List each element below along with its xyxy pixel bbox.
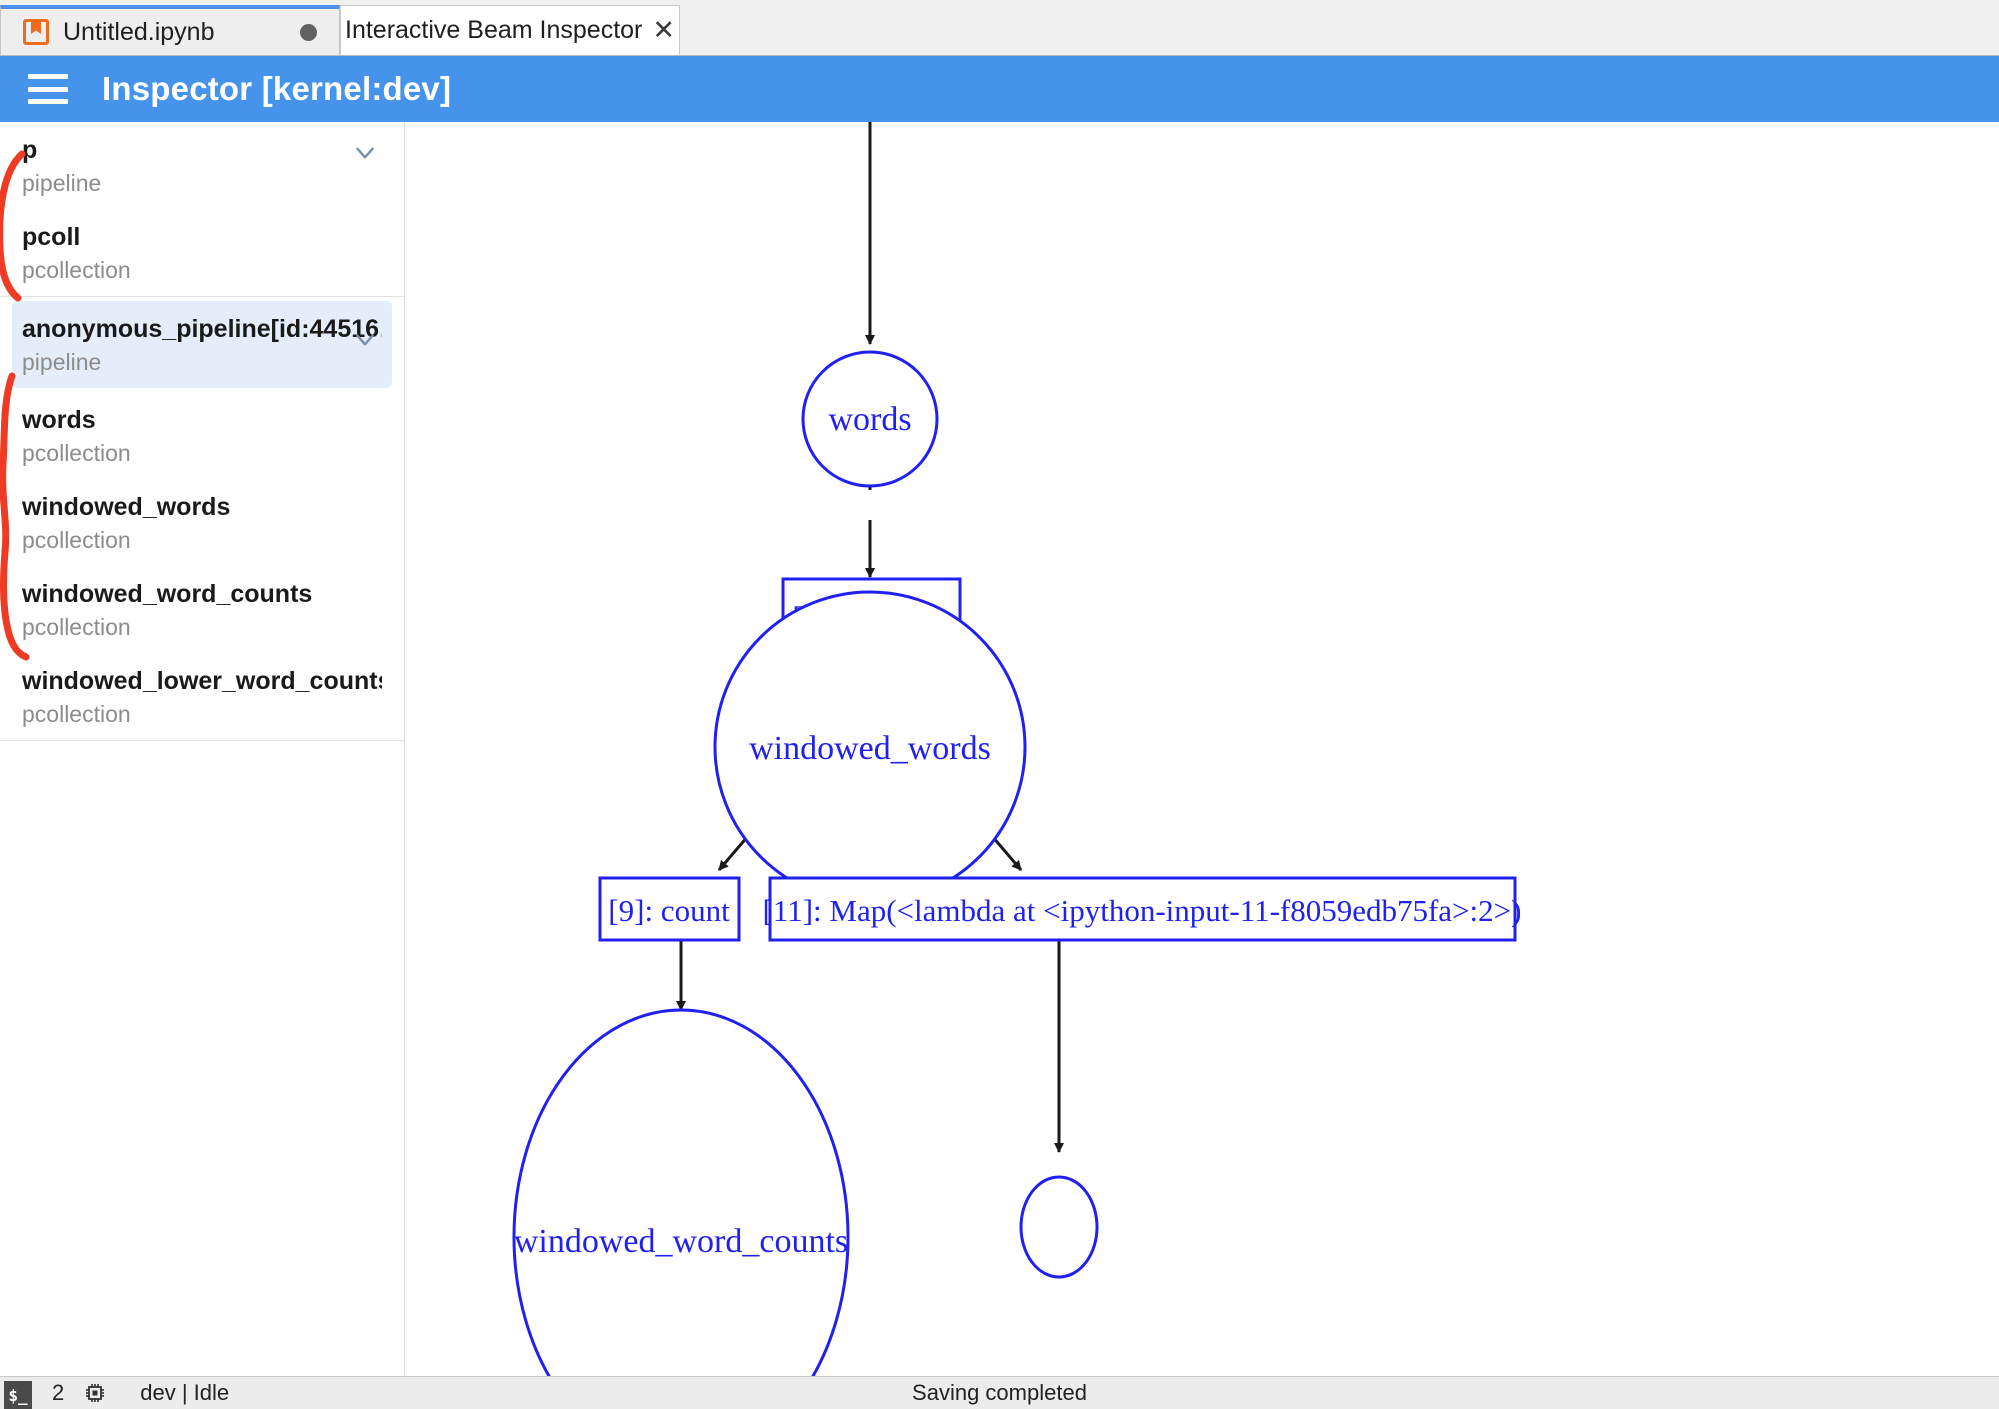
graph-node-words[interactable]: words <box>801 350 939 488</box>
inspectables-sidebar[interactable]: p pipeline pcoll pcollection anonymous_p… <box>0 122 405 1376</box>
sidebar-item-title: windowed_word_counts <box>22 580 313 608</box>
sidebar-item-title: pcoll <box>22 223 81 251</box>
pipeline-graph: words [8]: window windowed_words [9]: co… <box>512 122 1522 1376</box>
sidebar-item-title: windowed_lower_word_counts <box>22 667 382 695</box>
tab-interactive-beam-inspector[interactable]: Interactive Beam Inspector ✕ <box>340 5 680 55</box>
sidebar-item-subtitle: pcollection <box>22 614 131 640</box>
graph-node-windowed-word-counts[interactable]: windowed_word_counts <box>512 1008 850 1376</box>
close-icon[interactable]: ✕ <box>652 14 675 46</box>
tab-bar: Untitled.ipynb Interactive Beam Inspecto… <box>0 0 1999 56</box>
sidebar-item-anonymous-pipeline[interactable]: anonymous_pipeline[id:44516… pipeline <box>12 301 392 388</box>
notebook-icon <box>23 19 49 45</box>
work-area: p pipeline pcoll pcollection anonymous_p… <box>0 122 1999 1376</box>
pipeline-graph-canvas[interactable]: words [8]: window windowed_words [9]: co… <box>406 122 1999 1376</box>
graph-node-windowed-words[interactable]: windowed_words <box>713 590 1027 904</box>
inspector-header: Inspector [kernel:dev] <box>0 56 1999 122</box>
graph-node-label: windowed_word_counts <box>514 1223 848 1260</box>
sidebar-item-pcoll[interactable]: pcoll pcollection <box>0 209 404 296</box>
graph-node-map[interactable]: [11]: Map(<lambda at <ipython-input-11-f… <box>763 876 1522 942</box>
sidebar-item-subtitle: pcollection <box>22 701 131 727</box>
sidebar-item-subtitle: pipeline <box>22 170 102 196</box>
sidebar-item-words[interactable]: words pcollection <box>0 392 404 479</box>
graph-node-label: [9]: count <box>608 893 730 928</box>
kernel-status[interactable]: dev | Idle <box>140 1380 230 1405</box>
hamburger-icon[interactable] <box>28 74 68 104</box>
sidebar-item-windowed-lower-word-counts[interactable]: windowed_lower_word_counts pcollection <box>0 653 404 740</box>
terminal-icon[interactable]: $_ <box>4 1381 32 1409</box>
sidebar-item-subtitle: pcollection <box>22 257 131 283</box>
page-title: Inspector [kernel:dev] <box>102 70 452 107</box>
sidebar-item-title: anonymous_pipeline[id:44516… <box>22 315 382 343</box>
sidebar-item-p[interactable]: p pipeline <box>0 122 404 209</box>
sidebar-item-title: p <box>22 136 38 164</box>
graph-node-count[interactable]: [9]: count <box>598 876 741 942</box>
tab-label: Untitled.ipynb <box>63 17 215 46</box>
graph-node-label: windowed_words <box>749 730 991 767</box>
chevron-down-icon[interactable] <box>352 140 378 166</box>
terminal-count[interactable]: 2 <box>52 1380 65 1405</box>
sidebar-item-subtitle: pipeline <box>22 349 102 375</box>
unsaved-indicator-icon[interactable] <box>300 23 317 41</box>
tab-untitled-ipynb[interactable]: Untitled.ipynb <box>0 5 340 55</box>
status-bar: $_ 2 dev | Idle Saving completed <box>0 1376 1999 1409</box>
sidebar-group-anonymous-pipeline: anonymous_pipeline[id:44516… pipeline wo… <box>0 296 404 741</box>
status-message: Saving completed <box>912 1380 1087 1405</box>
sidebar-item-windowed-word-counts[interactable]: windowed_word_counts pcollection <box>0 566 404 653</box>
sidebar-item-title: windowed_words <box>22 493 231 521</box>
sidebar-item-subtitle: pcollection <box>22 527 131 553</box>
chevron-down-icon[interactable] <box>352 327 378 353</box>
tab-label: Interactive Beam Inspector <box>345 15 643 44</box>
sidebar-item-title: words <box>22 406 96 434</box>
cpu-chip-icon[interactable] <box>82 1380 108 1406</box>
sidebar-group-p: p pipeline pcoll pcollection <box>0 122 404 296</box>
sidebar-item-subtitle: pcollection <box>22 440 131 466</box>
graph-node-label: words <box>828 401 911 438</box>
graph-node-label: [11]: Map(<lambda at <ipython-input-11-f… <box>763 893 1522 928</box>
sidebar-item-windowed-words[interactable]: windowed_words pcollection <box>0 479 404 566</box>
graph-node-unnamed[interactable] <box>1019 1175 1099 1279</box>
